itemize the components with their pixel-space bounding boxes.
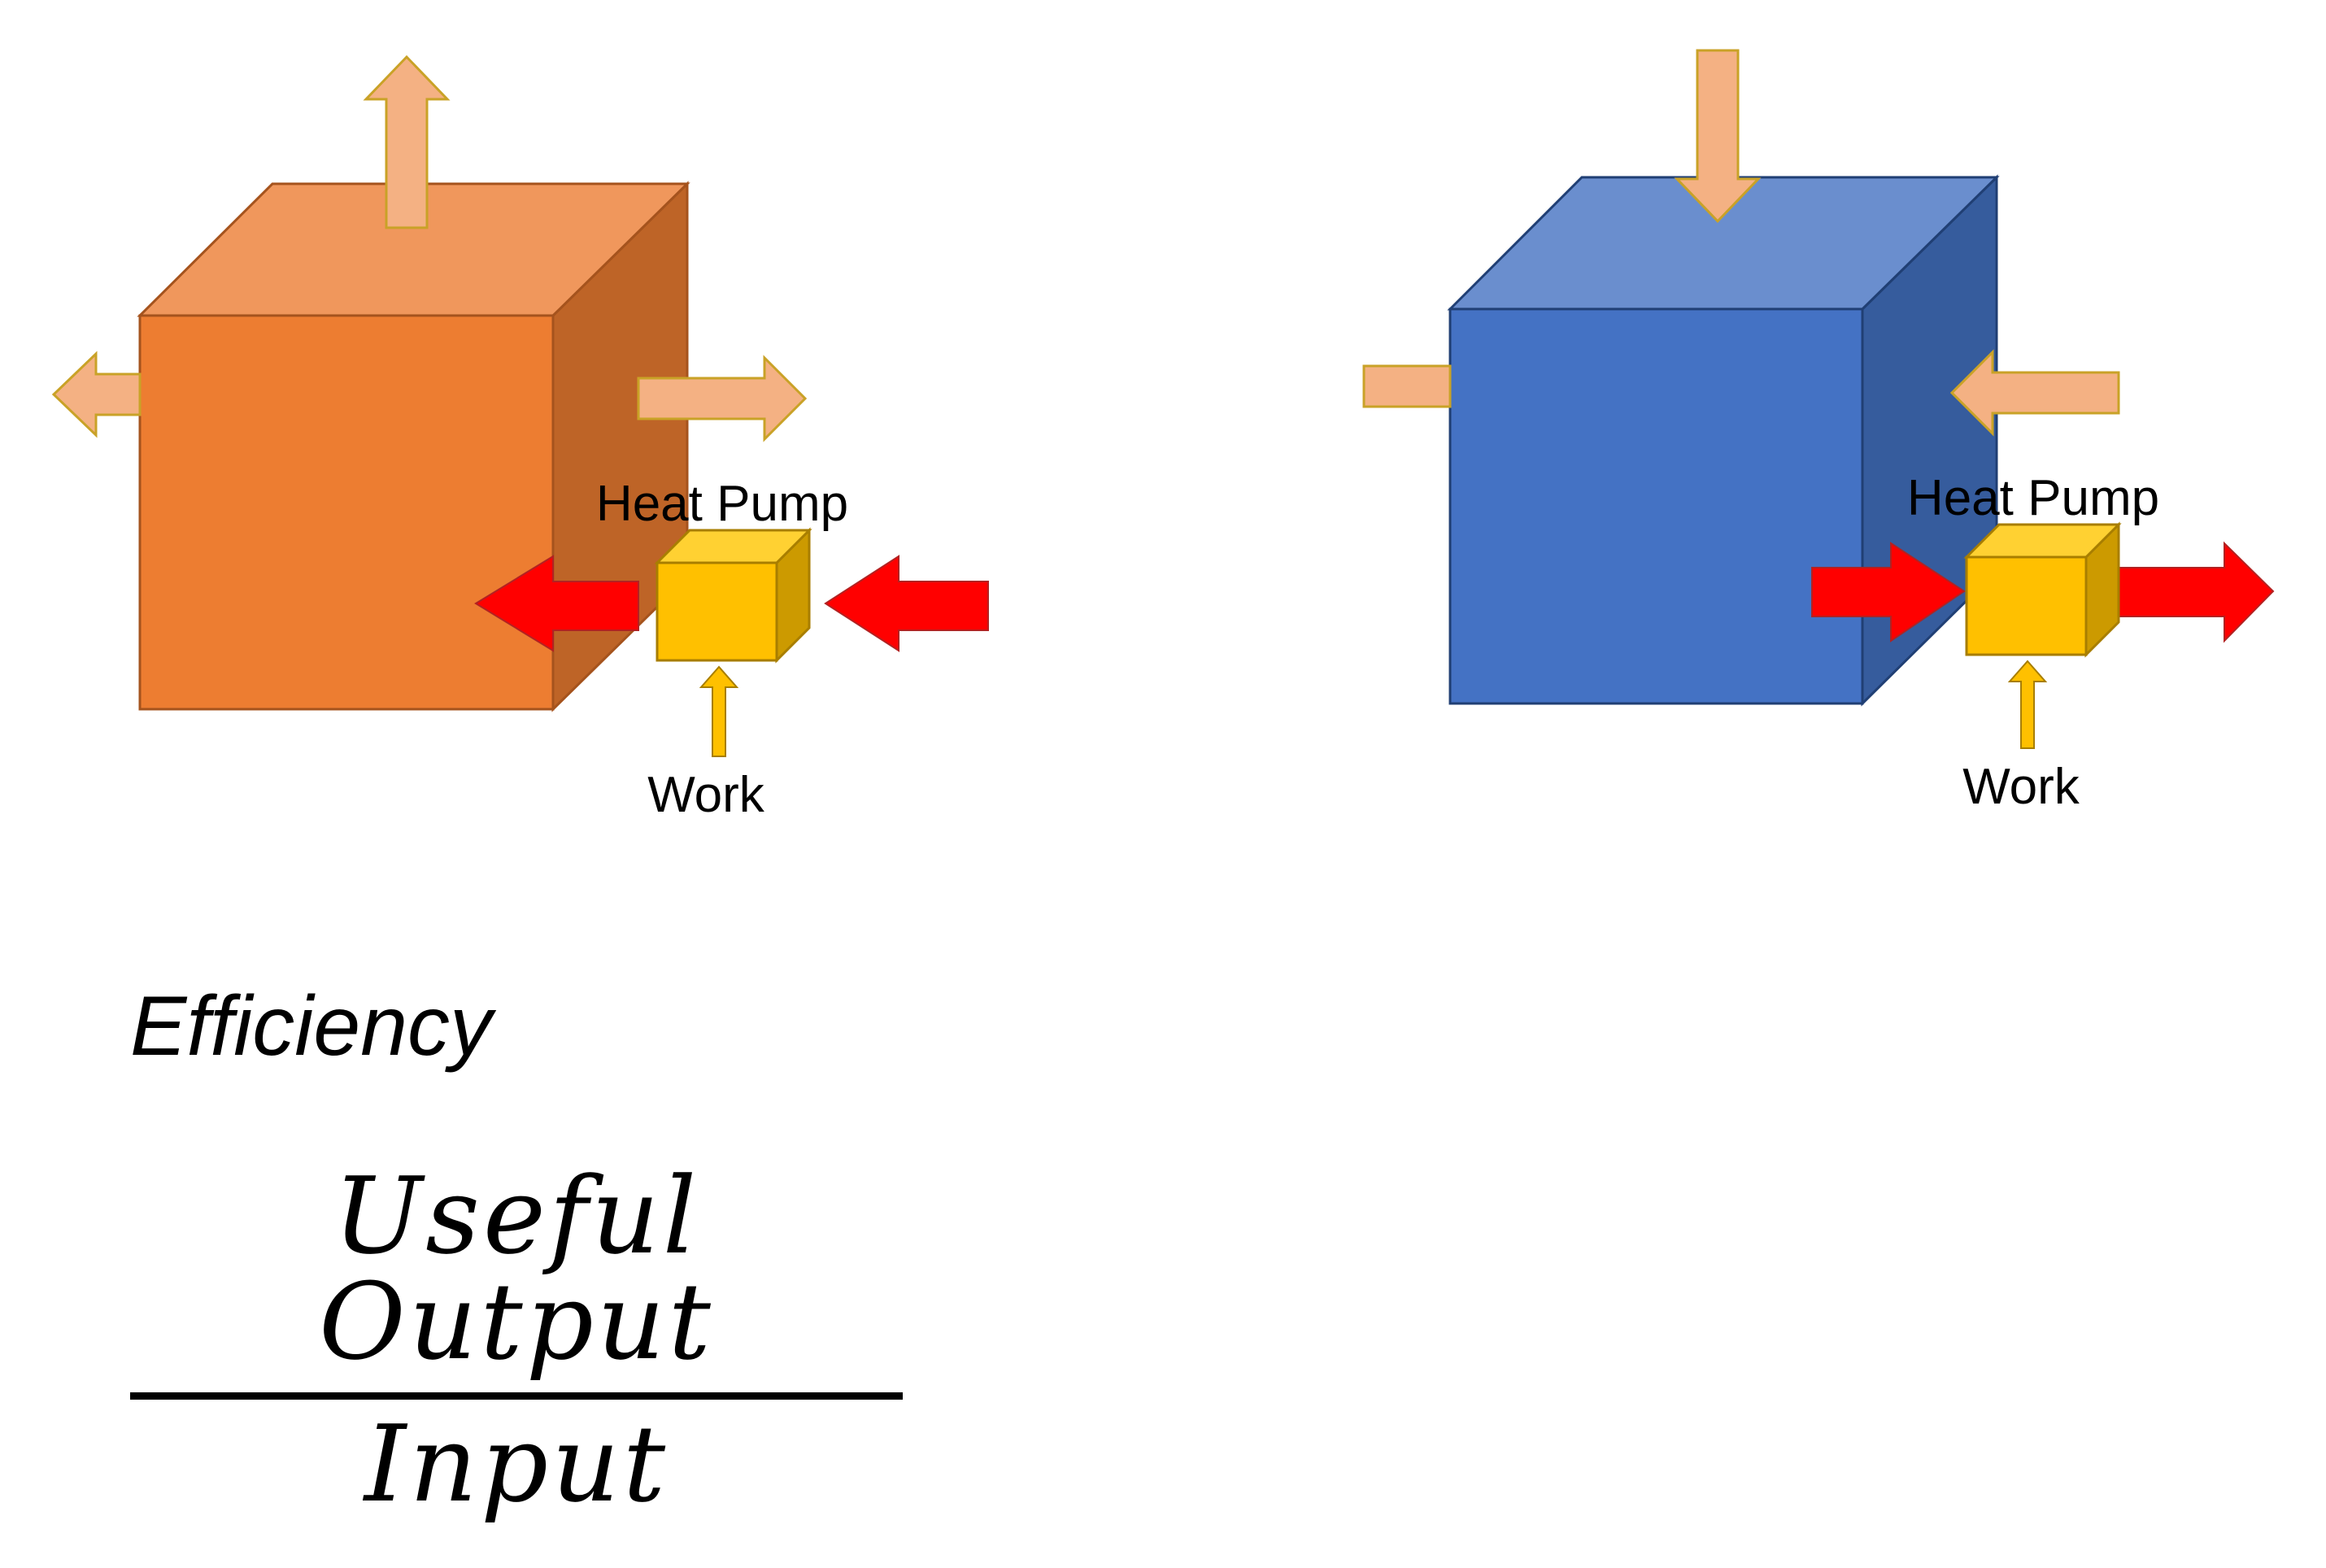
pump-input-arrow-left: [824, 555, 989, 652]
heat-gain-arrow-left: [1362, 364, 1452, 408]
heat-gain-arrow-down: [1674, 49, 1762, 224]
right-house-front-face: [1448, 307, 1864, 705]
work-arrow-left: [699, 665, 739, 757]
heat-pump-left-label: Heat Pump: [596, 476, 848, 532]
heat-pump-right-label: Heat Pump: [1907, 470, 2159, 526]
efficiency-fraction: Useful Output Input: [130, 1163, 903, 1517]
heat-loss-arrow-right: [637, 355, 808, 442]
work-left-label: Work: [647, 767, 765, 823]
efficiency-label: Efficiency: [130, 979, 493, 1074]
heat-pump-right-front: [1965, 555, 2088, 656]
heat-loss-arrow-left: [51, 351, 142, 438]
work-right-label: Work: [1962, 759, 2080, 815]
heat-loss-arrow-up: [363, 54, 451, 229]
pump-output-arrow-left: [474, 555, 639, 652]
heat-pump-right: [1963, 521, 2122, 658]
pump-output-arrow-right: [2112, 541, 2275, 643]
heat-gain-arrow-right: [1949, 349, 2120, 437]
left-house-front-face: [138, 314, 555, 711]
right-house: [1447, 174, 2000, 707]
work-arrow-right: [2007, 660, 2048, 749]
heat-pump-left: [654, 527, 812, 664]
pump-input-arrow-right: [1811, 542, 1966, 642]
heat-pump-left-front: [656, 561, 778, 662]
fraction-bar: [130, 1392, 903, 1400]
fraction-numerator: Useful Output: [319, 1154, 714, 1383]
left-house: [137, 181, 690, 712]
efficiency-formula: Efficiency Useful Output Input: [130, 979, 903, 1517]
fraction-denominator: Input: [364, 1402, 669, 1526]
